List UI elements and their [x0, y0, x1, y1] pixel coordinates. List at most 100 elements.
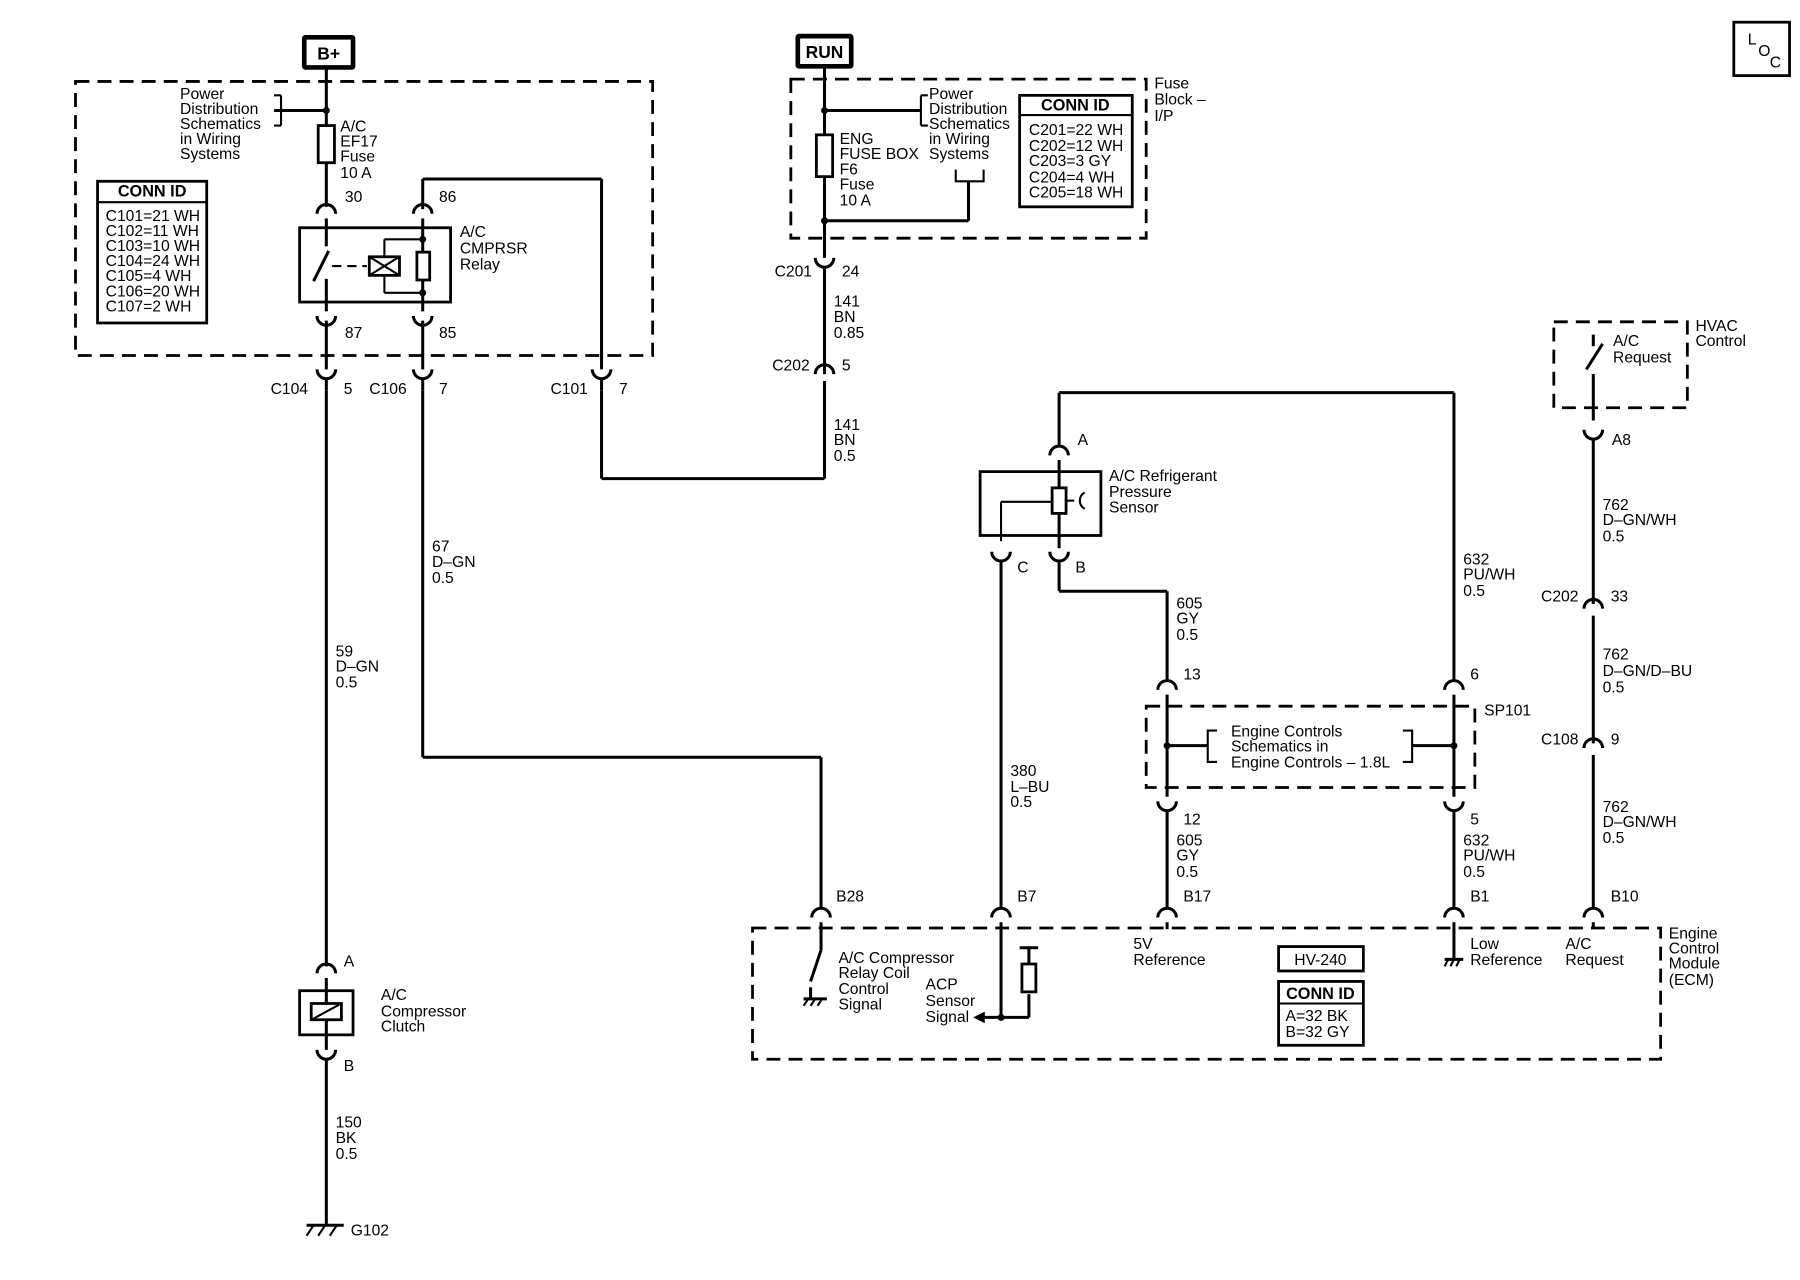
svg-text:Fuse: Fuse — [1154, 75, 1189, 92]
svg-text:B1: B1 — [1470, 888, 1489, 905]
ecm-outline — [751, 926, 1663, 1061]
svg-text:D–GN/WH: D–GN/WH — [1603, 814, 1677, 831]
relay-label: A/C CMPRSR Relay — [460, 224, 528, 274]
svg-text:Request: Request — [1613, 349, 1672, 366]
ef17-fuse-label: A/C EF17 Fuse 10 A — [340, 118, 377, 181]
sp101-pin-13: 13 — [1156, 666, 1201, 691]
ecm-pin-b10: B10 — [1582, 888, 1639, 918]
svg-text:0.5: 0.5 — [1603, 528, 1625, 545]
svg-text:C104=24 WH: C104=24 WH — [106, 253, 200, 270]
svg-text:F6: F6 — [840, 161, 859, 178]
ip-fuse-block-outline — [789, 77, 1148, 240]
svg-text:B17: B17 — [1183, 888, 1211, 905]
svg-text:Reference: Reference — [1470, 952, 1543, 969]
svg-text:Distribution: Distribution — [929, 101, 1007, 118]
ecm-part-number-box: HV-240 — [1277, 945, 1365, 973]
svg-text:C103=10 WH: C103=10 WH — [106, 238, 200, 255]
bplus-source: B+ — [301, 34, 356, 70]
ac-request-switch — [1585, 334, 1604, 421]
c201-connector: C201 24 — [775, 257, 860, 281]
wire-380-lbu: 380 L–BU 0.5 — [1010, 763, 1049, 811]
hvac-control-label: HVAC Control — [1695, 318, 1745, 350]
clutch-label: A/C Compressor Clutch — [381, 987, 466, 1035]
svg-text:A: A — [1078, 432, 1089, 449]
svg-text:Control: Control — [1695, 333, 1745, 350]
svg-text:0.5: 0.5 — [1463, 864, 1485, 881]
svg-text:C106=20 WH: C106=20 WH — [106, 283, 200, 300]
wire-150-bk: 150 BK 0.5 — [336, 1115, 362, 1163]
svg-text:0.5: 0.5 — [1603, 679, 1625, 696]
svg-text:141: 141 — [834, 417, 860, 434]
pds2-ref-text: Power Distribution Schematics in Wiring … — [929, 86, 1010, 163]
clutch-pin-a: A — [315, 953, 355, 974]
svg-text:5: 5 — [344, 381, 353, 398]
ground-g102: G102 — [305, 1223, 389, 1240]
svg-text:Compressor: Compressor — [381, 1003, 466, 1020]
svg-text:Low: Low — [1470, 936, 1499, 953]
svg-text:A/C: A/C — [460, 224, 486, 241]
middle-conn-id-table: CONN ID C201=22 WH C202=12 WH C203=3 GY … — [1018, 93, 1134, 209]
svg-text:Control: Control — [838, 981, 888, 998]
svg-text:Module: Module — [1669, 956, 1721, 973]
pds1-ref-text: Power Distribution Schematics in Wiring … — [180, 86, 261, 163]
svg-text:C104: C104 — [271, 381, 309, 398]
svg-text:A/C: A/C — [381, 987, 407, 1004]
svg-text:BN: BN — [834, 432, 856, 449]
acp-signal-circuit — [973, 922, 1039, 1024]
svg-text:C201: C201 — [775, 264, 812, 281]
relay-pin-30-connector — [315, 203, 338, 214]
svg-text:0.5: 0.5 — [1176, 864, 1198, 881]
svg-text:C202=12 WH: C202=12 WH — [1029, 138, 1123, 155]
svg-text:B=32 GY: B=32 GY — [1286, 1024, 1351, 1041]
c108-connector: C108 9 — [1541, 732, 1619, 749]
svg-text:HV-240: HV-240 — [1294, 952, 1347, 969]
svg-text:A/C Refrigerant: A/C Refrigerant — [1109, 468, 1218, 485]
ecm-pin-b7: B7 — [990, 888, 1036, 918]
sp101-outline — [1144, 704, 1477, 789]
svg-text:FUSE BOX: FUSE BOX — [840, 146, 920, 163]
ef17-fuse-symbol — [316, 124, 336, 165]
svg-text:CONN ID: CONN ID — [1041, 96, 1110, 114]
wire-67-dgn: 67 D–GN 0.5 — [432, 539, 476, 587]
svg-text:D–GN: D–GN — [432, 554, 476, 571]
svg-text:CONN ID: CONN ID — [1286, 985, 1355, 1003]
relay-pin-87: 87 — [345, 325, 362, 342]
loc-o: O — [1758, 43, 1770, 60]
relay-internals — [312, 218, 432, 312]
svg-text:150: 150 — [336, 1115, 362, 1132]
svg-text:A: A — [344, 953, 355, 970]
svg-text:5: 5 — [842, 358, 851, 375]
sensor-pin-c: C — [990, 551, 1029, 577]
svg-text:380: 380 — [1010, 763, 1036, 780]
relay-pin-86: 86 — [439, 189, 457, 206]
svg-text:C204=4 WH: C204=4 WH — [1029, 169, 1115, 186]
svg-text:(ECM): (ECM) — [1669, 972, 1714, 989]
svg-text:B: B — [344, 1058, 354, 1075]
ecm-conn-id-table: CONN ID A=32 BK B=32 GY — [1277, 980, 1365, 1047]
loc-l: L — [1748, 31, 1757, 48]
svg-text:Systems: Systems — [929, 146, 989, 163]
svg-text:0.5: 0.5 — [1010, 794, 1032, 811]
svg-text:Signal: Signal — [926, 1009, 970, 1026]
svg-text:CMPRSR: CMPRSR — [460, 240, 528, 257]
svg-text:Fuse: Fuse — [840, 176, 875, 193]
left-conn-id-table: CONN ID C101=21 WH C102=11 WH C103=10 WH… — [96, 179, 209, 325]
svg-text:59: 59 — [336, 643, 353, 660]
svg-text:GY: GY — [1176, 848, 1199, 865]
ecm-pin-b28: B28 — [810, 888, 864, 918]
sensor-pin-b: B — [1048, 551, 1086, 577]
svg-text:24: 24 — [842, 264, 860, 281]
svg-text:PU/WH: PU/WH — [1463, 848, 1515, 865]
svg-text:0.85: 0.85 — [834, 325, 865, 342]
svg-text:in Wiring: in Wiring — [929, 131, 990, 148]
clutch-coil — [309, 977, 343, 1050]
pds2-bracket — [919, 94, 928, 127]
svg-text:12: 12 — [1183, 812, 1200, 829]
svg-text:Block –: Block – — [1154, 92, 1206, 109]
svg-text:C201=22 WH: C201=22 WH — [1029, 122, 1123, 139]
svg-text:C108: C108 — [1541, 732, 1579, 749]
svg-text:10 A: 10 A — [340, 165, 372, 182]
svg-text:Power: Power — [929, 86, 973, 103]
wire-762-dgnwh-upper: 762 D–GN/WH 0.5 — [1603, 497, 1677, 545]
sp101-label: SP101 — [1484, 702, 1531, 719]
